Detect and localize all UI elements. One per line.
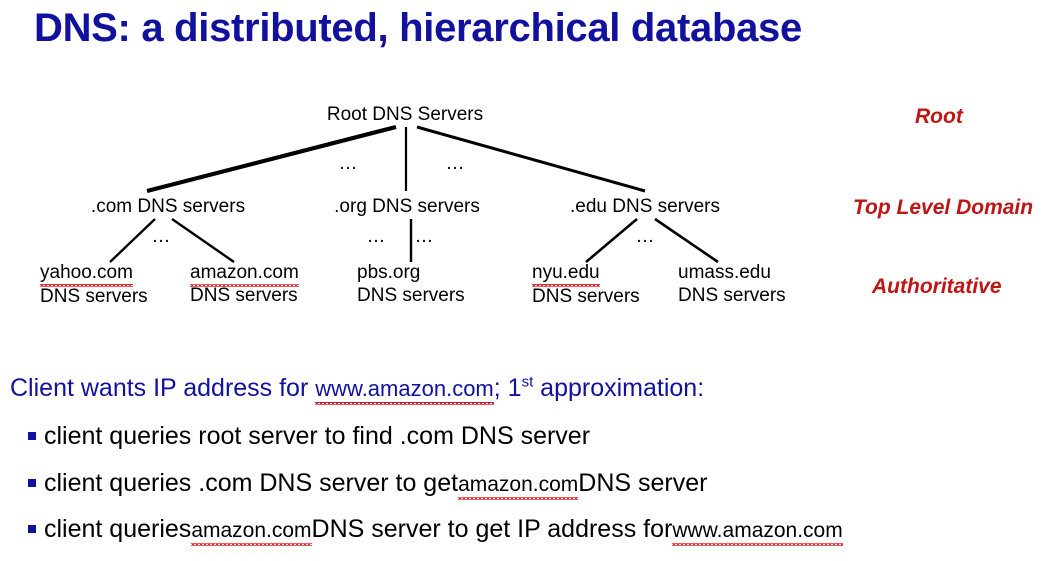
umass-dns-servers-label: DNS servers xyxy=(678,285,786,306)
bullet-square-icon xyxy=(28,479,36,487)
tree-connector-lines xyxy=(109,124,719,264)
ellipsis-root-left: … xyxy=(338,153,358,174)
ellipsis-org-left: … xyxy=(366,226,386,247)
domain-amazon-com: amazon.com xyxy=(190,262,299,287)
bullet-square-icon xyxy=(28,432,36,440)
lead-ordinal-suffix: st xyxy=(521,373,534,391)
side-label-authoritative: Authoritative xyxy=(872,275,1002,298)
bullet-square-icon xyxy=(28,525,36,533)
node-umass-authoritative: umass.edu DNS servers xyxy=(678,261,786,307)
bullet-item-1: client queries root server to find .com … xyxy=(28,422,590,451)
node-org-dns-servers: .org DNS servers xyxy=(334,196,480,217)
ellipsis-com: … xyxy=(151,226,171,247)
yahoo-dns-servers-label: DNS servers xyxy=(40,286,148,307)
lead-after-link: ; 1 xyxy=(493,374,522,402)
bullet-2-domain-amazon-com: amazon.com xyxy=(458,473,579,500)
ellipsis-root-right: … xyxy=(445,153,465,174)
ellipsis-org-right: … xyxy=(414,226,434,247)
node-com-dns-servers: .com DNS servers xyxy=(90,196,246,217)
link-www-amazon-com[interactable]: www.amazon.com xyxy=(315,376,494,405)
node-yahoo-authoritative: yahoo.com DNS servers xyxy=(40,261,148,308)
bullet-1-text: client queries root server to find .com … xyxy=(44,422,591,450)
bullet-3-text-a: client queries xyxy=(44,515,192,543)
domain-nyu-edu: nyu.edu xyxy=(532,262,600,287)
page-title: DNS: a distributed, hierarchical databas… xyxy=(34,6,802,50)
bullet-3-text-b: DNS server to get IP address for xyxy=(311,515,673,543)
amazon-dns-servers-label: DNS servers xyxy=(190,285,298,306)
lead-statement: Client wants IP address for www.amazon.c… xyxy=(10,373,705,405)
bullet-item-3: client queries amazon.com DNS server to … xyxy=(28,515,844,546)
side-label-top-level-domain: Top Level Domain xyxy=(853,196,1034,219)
pbs-dns-servers-label: DNS servers xyxy=(357,285,465,306)
ellipsis-edu: … xyxy=(635,226,655,247)
domain-yahoo-com: yahoo.com xyxy=(40,262,133,287)
bullet-item-2: client queries .com DNS server to get am… xyxy=(28,469,708,500)
nyu-dns-servers-label: DNS servers xyxy=(532,286,640,307)
domain-pbs-org: pbs.org xyxy=(357,262,421,283)
node-edu-dns-servers: .edu DNS servers xyxy=(570,196,720,217)
bullet-3-domain-amazon-com: amazon.com xyxy=(191,519,312,546)
domain-umass-edu: umass.edu xyxy=(678,262,771,283)
dns-hierarchy-diagram: Root DNS Servers … … .com DNS servers .o… xyxy=(0,95,1051,325)
node-amazon-authoritative: amazon.com DNS servers xyxy=(190,261,299,307)
bullet-2-text-a: client queries .com DNS server to get xyxy=(44,469,459,497)
node-nyu-authoritative: nyu.edu DNS servers xyxy=(532,261,640,308)
bullet-3-domain-www-amazon-com: www.amazon.com xyxy=(672,519,844,546)
bullet-2-text-b: DNS server xyxy=(578,469,708,497)
node-root-dns-servers: Root DNS Servers xyxy=(326,104,484,125)
node-pbs-authoritative: pbs.org DNS servers xyxy=(357,261,465,307)
lead-before: Client wants IP address for xyxy=(10,374,316,402)
lead-tail: approximation: xyxy=(533,374,705,402)
side-label-root: Root xyxy=(915,105,963,128)
